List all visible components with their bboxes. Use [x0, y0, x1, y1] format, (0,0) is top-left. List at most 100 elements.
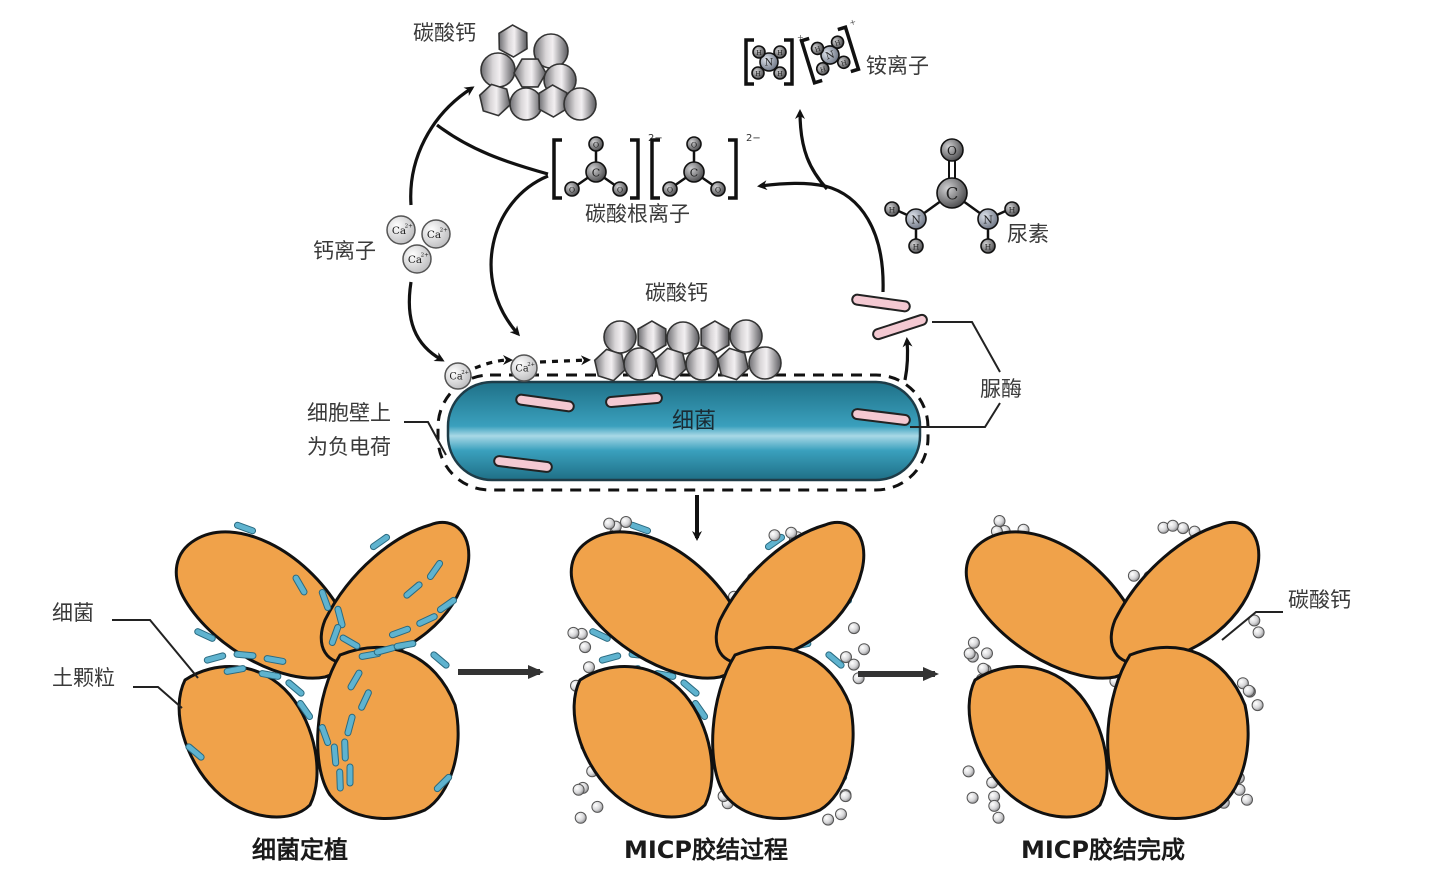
svg-text:O: O	[569, 186, 575, 195]
arrow-calcium-to-cell	[407, 281, 445, 362]
bacterium-rod	[589, 628, 611, 642]
soil-particle	[711, 645, 855, 820]
urease-enzyme	[872, 313, 928, 341]
arrow-carbonate-join	[436, 123, 549, 176]
atom-N: N	[759, 52, 779, 72]
svg-text:2+: 2+	[405, 224, 414, 230]
atom-O: O	[564, 181, 580, 197]
label-urea: 尿素	[1007, 222, 1049, 246]
calcium-carbonate-particle	[840, 651, 852, 664]
soil-particle	[1109, 520, 1261, 665]
calcite-round-crystal	[480, 52, 516, 88]
svg-text:H: H	[755, 70, 761, 78]
calcite-round-crystal	[563, 87, 597, 121]
atom-O: O	[588, 136, 604, 152]
calcium-carbonate-particle	[966, 791, 979, 804]
label-calcium-carbonate-top: 碳酸钙	[413, 21, 476, 45]
svg-text:+: +	[797, 33, 804, 42]
calcium-carbonate-particle	[567, 626, 580, 639]
calcite-round-crystal	[729, 319, 763, 353]
svg-text:C: C	[690, 167, 698, 180]
arrow-urea-to-carbonate	[757, 180, 885, 293]
calcite-round-crystal	[623, 347, 657, 381]
calcium-carbonate-particle	[962, 765, 975, 778]
svg-text:Ca: Ca	[427, 229, 441, 241]
calcium-carbonate-particle	[993, 515, 1006, 527]
calcium-carbonate-particle	[847, 658, 860, 671]
urease-enzyme	[851, 293, 911, 313]
urease-enzyme	[515, 393, 575, 413]
bacterium-rod	[341, 738, 349, 762]
svg-text:H: H	[985, 243, 992, 252]
calcium-carbonate-particle	[1166, 519, 1179, 532]
soil-particle	[1106, 645, 1250, 820]
bacterium-rod	[263, 655, 287, 665]
bacterium-rod	[233, 521, 257, 535]
bacterium-rod	[358, 689, 372, 711]
calcium-carbonate-particle	[572, 783, 585, 796]
soil-particle	[572, 665, 714, 819]
label-cell-wall-line2: 为负电荷	[307, 435, 391, 459]
calcite-round-crystal	[603, 320, 637, 354]
cell-wall-leader-line	[404, 421, 447, 456]
calcium-carbonate-particle	[988, 799, 1001, 812]
svg-text:H: H	[840, 58, 848, 67]
soil-particle	[964, 530, 1140, 680]
atom-C: C	[936, 177, 968, 209]
bacterium-rod	[346, 763, 354, 787]
label-bacterium: 细菌	[672, 409, 716, 434]
svg-text:O: O	[617, 186, 623, 195]
svg-text:2−: 2−	[746, 133, 761, 144]
atom-H: H	[836, 55, 851, 70]
calcite-round-crystal	[685, 347, 719, 381]
bacterium-rod	[318, 723, 332, 747]
soil-particle	[319, 520, 471, 665]
label-soil-particle: 土颗粒	[52, 666, 115, 690]
svg-text:N: N	[911, 214, 921, 227]
svg-text:H: H	[756, 49, 762, 57]
arrow-calcium-dotted	[474, 355, 513, 370]
calcite-hexagon-crystal	[538, 84, 568, 118]
svg-text:N: N	[825, 49, 837, 62]
svg-text:H: H	[913, 243, 920, 252]
calcium-ion: Ca2+	[444, 362, 472, 390]
calcite-hexagon-crystal	[654, 347, 688, 381]
bacterium-rod	[185, 743, 205, 761]
atom-H: H	[830, 35, 845, 49]
arrow-cell-to-urease	[902, 337, 913, 381]
svg-text:Ca: Ca	[449, 372, 462, 383]
calcium-carbonate-particle	[839, 790, 852, 803]
calcium-carbonate-particle	[858, 643, 871, 656]
label-carbonate-ion: 碳酸根离子	[585, 202, 690, 226]
calcium-ion: Ca2+	[421, 219, 451, 249]
label-calcium-carbonate-mid: 碳酸钙	[645, 281, 708, 305]
soil-particle	[174, 530, 350, 680]
bacterium-rod	[223, 665, 247, 675]
atom-H: H	[815, 61, 830, 76]
calcium-carbonate-particle	[574, 811, 587, 824]
bacterium-rod	[388, 625, 412, 639]
bacterium-rod	[203, 652, 227, 664]
label-cell-wall-line1: 细胞壁上	[307, 401, 391, 425]
calcium-carbonate-particle	[583, 661, 595, 674]
bacterium-rod	[825, 651, 845, 669]
atom-O: O	[612, 181, 628, 197]
label-calcium-carbonate-right: 碳酸钙	[1288, 588, 1351, 612]
bacterium-rod	[339, 634, 361, 650]
calcium-carbonate-particle	[822, 813, 835, 826]
bacterium-rod	[426, 559, 444, 581]
atom-N: N	[905, 208, 927, 230]
soil-particle	[316, 645, 460, 820]
negative-charge-cell-wall	[436, 373, 930, 492]
calcium-carbonate-particle	[1251, 699, 1264, 712]
svg-text:O: O	[667, 186, 673, 195]
bacterium-rod	[328, 623, 342, 647]
bacterium-rod	[258, 670, 282, 680]
svg-text:+: +	[848, 17, 857, 28]
calcium-carbonate-particle	[1252, 626, 1265, 639]
calcium-ions-on-cell: Ca2+Ca2+	[444, 354, 538, 390]
